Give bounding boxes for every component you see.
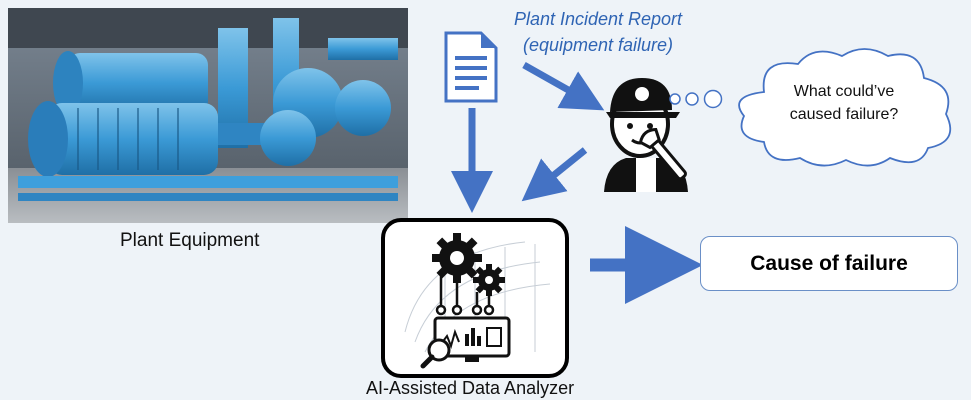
thought-line1: What could’ve — [793, 83, 895, 100]
technician-icon — [596, 72, 696, 199]
magnifier-icon — [420, 338, 451, 369]
thought-bubble — [724, 42, 964, 177]
thought-dots — [669, 89, 723, 109]
report-title-line2: (equipment failure) — [522, 35, 674, 55]
report-title: Plant Incident Report (equipment failure… — [498, 6, 698, 58]
thought-text: What could’ve caused failure? — [764, 80, 924, 126]
report-title-line1: Plant Incident Report — [513, 9, 683, 29]
arrow-report-to-technician — [522, 61, 605, 111]
thought-line2: caused failure? — [789, 106, 899, 123]
ai-analyzer-box — [381, 218, 569, 378]
plant-equipment-image — [8, 8, 408, 223]
document-icon — [443, 30, 499, 109]
cause-of-failure-label: Cause of failure — [750, 251, 908, 275]
analyzer-caption: AI-Assisted Data Analyzer — [366, 378, 575, 398]
gear-icon — [432, 233, 505, 296]
analyzer-illustration — [404, 233, 551, 369]
cause-of-failure-box: Cause of failure — [700, 236, 958, 291]
arrow-technician-to-analyzer — [521, 147, 588, 202]
monitor-icon — [433, 316, 511, 362]
plant-equipment-caption: Plant Equipment — [120, 230, 260, 251]
